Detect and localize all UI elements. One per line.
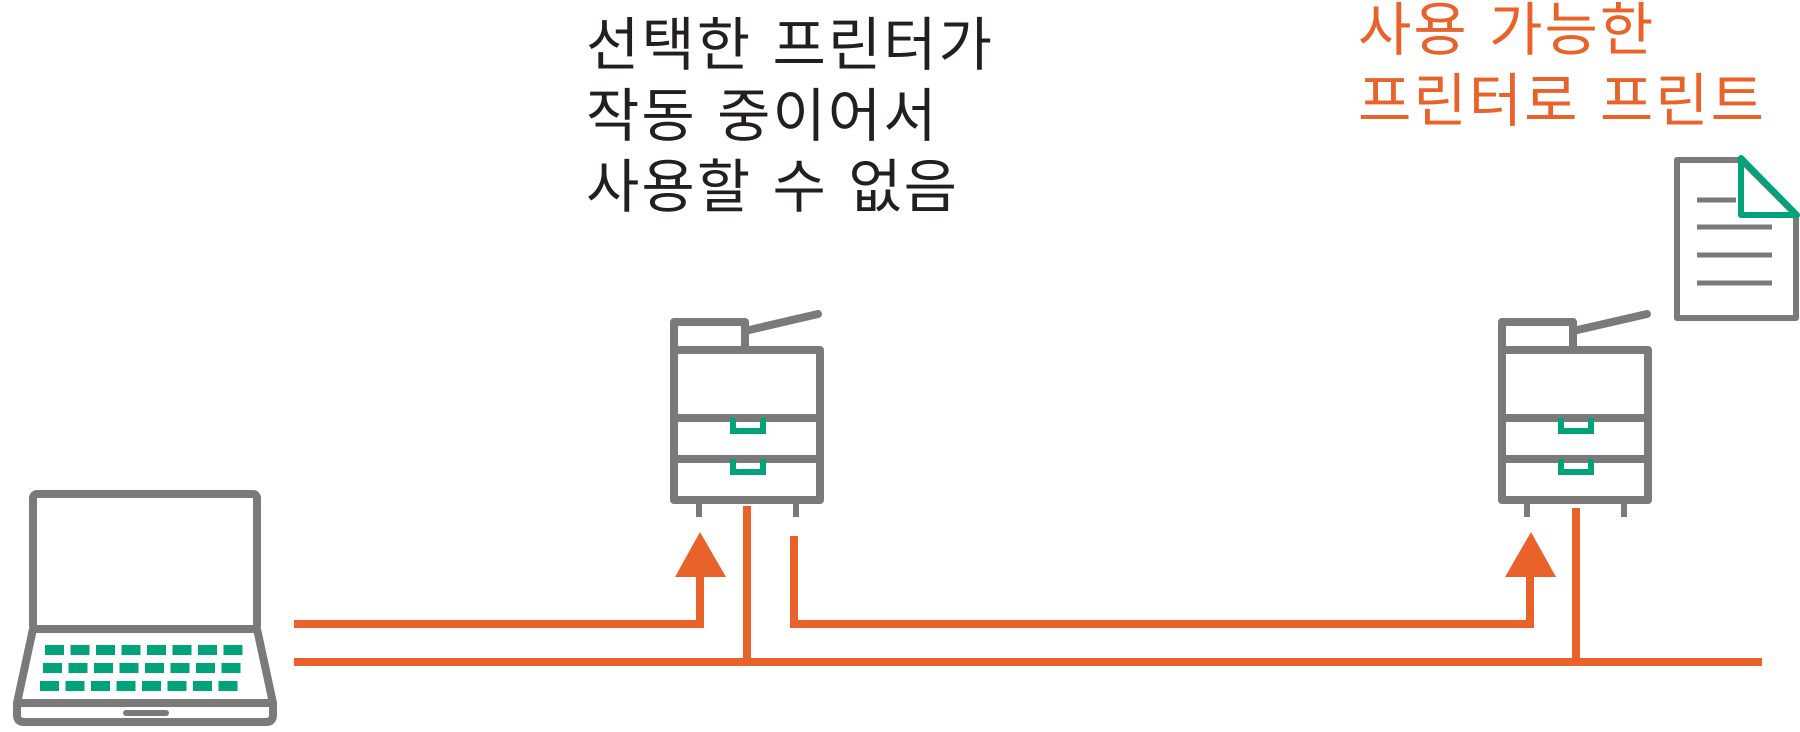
keyboard-key (119, 663, 139, 673)
paper-tray-handle (730, 418, 766, 434)
busy-printer-icon (670, 310, 824, 517)
keyboard-key (170, 663, 190, 673)
keyboard-key (193, 681, 212, 691)
paper-tray-handle (1558, 418, 1594, 434)
flow-laptop-to-busy-printer (294, 568, 704, 628)
caption-line: 프린터로 프린트 (1358, 67, 1766, 135)
arrowhead-to-busy-printer (675, 532, 726, 577)
keyboard-key (96, 645, 115, 655)
keyboard-key (121, 645, 141, 655)
keyboard-key (65, 681, 85, 691)
printer-output-flap (1569, 310, 1651, 335)
available-printer-icon (1498, 310, 1652, 517)
caption-line: 작동 중이어서 (586, 82, 939, 150)
document-folded-corner (1738, 155, 1800, 218)
busy-printer-caption: 선택한 프린터가 작동 중이어서 사용할 수 없음 (586, 10, 994, 223)
laptop-base-edge (13, 703, 277, 726)
keyboard-key (142, 681, 161, 691)
laptop-trackpad (123, 710, 169, 716)
available-printer-caption: 사용 가능한 프린터로 프린트 (1358, 0, 1766, 137)
keyboard-key (218, 681, 238, 691)
keyboard-key (91, 681, 110, 691)
keyboard-key (147, 645, 166, 655)
keyboard-key (221, 663, 241, 673)
laptop-screen (29, 490, 261, 633)
keyboard-key (43, 663, 62, 673)
keyboard-key (70, 645, 90, 655)
keyboard-key (68, 663, 88, 673)
keyboard-key (40, 681, 59, 691)
laptop-keyboard (40, 645, 243, 691)
printer-output-flap (741, 310, 822, 335)
keyboard-key (45, 645, 64, 655)
keyboard-key (223, 645, 243, 655)
printer-top-tray (670, 318, 749, 354)
laptop-icon (13, 490, 277, 726)
printer-body (670, 346, 824, 504)
keyboard-key (167, 681, 187, 691)
printer-body (1498, 346, 1652, 504)
paper-tray-handle (1558, 459, 1594, 475)
caption-line: 사용할 수 없음 (586, 153, 960, 221)
paper-tray-handle (730, 459, 766, 475)
keyboard-key (198, 645, 217, 655)
network-lines (294, 506, 1762, 666)
flow-busy-to-available-printer (790, 536, 1534, 628)
document-icon (1674, 155, 1800, 321)
keyboard-key (116, 681, 136, 691)
printer-top-tray (1498, 318, 1577, 354)
keyboard-key (172, 645, 192, 655)
arrowhead-to-available-printer (1505, 532, 1556, 577)
keyboard-key (94, 663, 113, 673)
keyboard-key (196, 663, 215, 673)
keyboard-key (145, 663, 164, 673)
document-page (1674, 157, 1799, 321)
caption-line: 선택한 프린터가 (586, 11, 994, 79)
caption-line: 사용 가능한 (1358, 0, 1656, 64)
